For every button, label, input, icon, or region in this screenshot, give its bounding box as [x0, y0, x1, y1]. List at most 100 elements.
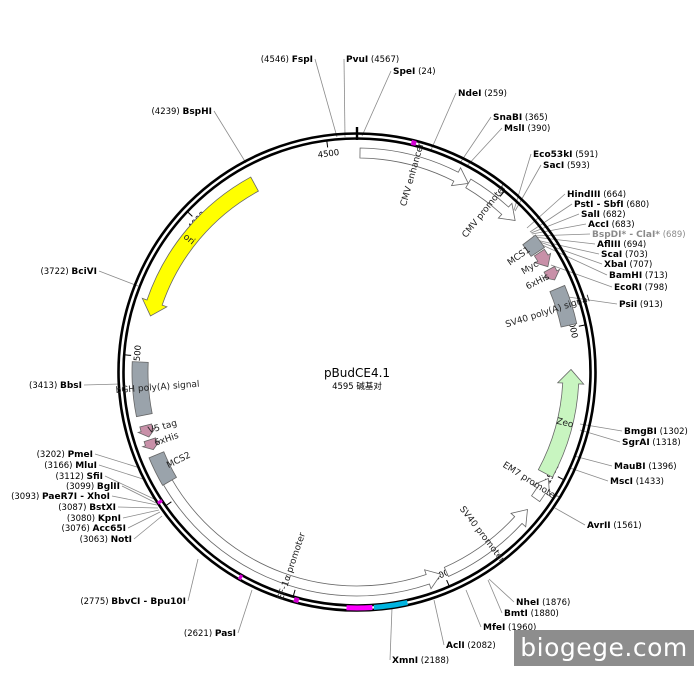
site-label-psti-sbfi: PstI - SbfI (680) — [574, 200, 649, 210]
site-label-bmgbi: BmgBI (1302) — [624, 427, 688, 437]
plasmid-backbone — [117, 127, 597, 612]
site-leader-pasi — [237, 589, 253, 634]
site-position: (1433) — [633, 477, 664, 487]
backbone-mark — [346, 605, 373, 611]
site-position: (591) — [573, 150, 599, 160]
site-name: BamHI — [609, 271, 642, 281]
site-position: (3166) — [44, 461, 75, 471]
site-name: Acc65I — [92, 524, 126, 534]
site-name: AclI — [446, 641, 465, 651]
site-position: (694) — [621, 240, 647, 250]
site-label-sfii: (3112) SfiI — [56, 472, 103, 482]
site-label-bglii: (3099) BglII — [66, 482, 120, 492]
site-position: (3099) — [66, 482, 97, 492]
feature-myc — [533, 248, 552, 268]
site-position: (1960) — [505, 623, 536, 633]
site-name: HindIII — [567, 190, 601, 200]
tick-mark — [292, 589, 296, 596]
site-label-acc65i: (3076) Acc65I — [62, 524, 126, 534]
site-position: (664) — [601, 190, 627, 200]
site-leader-sfii — [104, 475, 155, 500]
site-name: BglII — [97, 482, 120, 492]
tick-mark — [446, 579, 450, 586]
site-name: PstI - SbfI — [574, 200, 624, 210]
site-label-bbsi: (3413) BbsI — [29, 381, 82, 391]
site-leader-spei — [361, 70, 392, 137]
site-label-maubi: MauBI (1396) — [614, 462, 677, 472]
site-leader-psti-sbfi — [529, 203, 573, 233]
site-position: (3063) — [80, 535, 111, 545]
site-label-ndei: NdeI (259) — [458, 89, 507, 99]
site-name: AvrII — [587, 521, 611, 531]
site-leader-bmti — [487, 579, 503, 614]
site-position: (1318) — [650, 438, 681, 448]
site-position: (689) — [660, 230, 686, 240]
site-leader-snabi — [459, 116, 492, 164]
site-label-sali: SalI (682) — [581, 210, 626, 220]
site-position: (1561) — [611, 521, 642, 531]
site-label-paer7i-xhoi: (3093) PaeR7I - XhoI — [11, 492, 110, 502]
site-leader-bbsi — [83, 383, 121, 386]
site-leader-psii — [567, 296, 618, 305]
site-name: BmtI — [504, 609, 528, 619]
site-position: (3202) — [37, 450, 68, 460]
site-label-noti: (3063) NotI — [80, 535, 132, 545]
site-position: (259) — [481, 89, 507, 99]
site-name: BspDI* - ClaI* — [592, 230, 660, 240]
watermark: biogege.com — [514, 630, 694, 666]
site-name: PaeR7I - XhoI — [42, 492, 110, 502]
plasmid-length: 4595 碱基对 — [332, 381, 382, 392]
site-position: (707) — [627, 260, 653, 270]
site-leader-mfei — [465, 589, 482, 628]
site-position: (3413) — [29, 381, 60, 391]
feature-bgh-poly-a-signal — [131, 361, 153, 418]
site-name: SgrAI — [622, 438, 650, 448]
backbone-mark — [156, 499, 163, 505]
feature-em7-promoter — [530, 477, 551, 503]
feature-sv40-poly-a-signal — [549, 284, 578, 328]
site-position: (1302) — [657, 427, 688, 437]
site-label-bamhi: BamHI (713) — [609, 271, 668, 281]
site-name: SnaBI — [493, 113, 522, 123]
site-name: NheI — [516, 598, 539, 608]
site-label-pasi: (2621) PasI — [184, 629, 236, 639]
site-leader-bglii — [121, 485, 157, 504]
site-leader-xmni — [389, 607, 393, 661]
site-leader-kpni — [122, 509, 160, 519]
tick-mark — [326, 141, 329, 148]
site-name: MslI — [504, 124, 525, 134]
site-position: (3112) — [56, 472, 87, 482]
backbone-mark — [410, 139, 417, 146]
site-name: PasI — [215, 629, 236, 639]
feature-ori — [141, 176, 259, 317]
site-position: (798) — [642, 283, 668, 293]
tick-label: 4500 — [317, 148, 340, 161]
backbone-mark — [293, 597, 300, 604]
site-position: (1876) — [539, 598, 570, 608]
site-leader-noti — [133, 515, 163, 540]
site-label-msli: MslI (390) — [504, 124, 550, 134]
site-position: (24) — [415, 67, 435, 77]
site-position: (2082) — [465, 641, 496, 651]
site-leader-fspi — [314, 58, 338, 138]
site-position: (1396) — [646, 462, 677, 472]
site-label-saci: SacI (593) — [543, 161, 590, 171]
site-name: FspI — [292, 55, 313, 65]
site-leader-scai — [535, 239, 600, 255]
site-label-afliii: AflIII (694) — [597, 240, 646, 250]
backbone-mark — [373, 600, 408, 610]
site-position: (703) — [622, 250, 648, 260]
site-label-xbai: XbaI (707) — [604, 260, 652, 270]
site-position: (913) — [637, 300, 663, 310]
feature-label-mcs2: MCS2 — [165, 451, 192, 471]
site-position: (365) — [522, 113, 548, 123]
site-name: MfeI — [483, 623, 505, 633]
site-position: (4567) — [368, 55, 399, 65]
site-name: BciVI — [71, 267, 97, 277]
site-position: (3076) — [62, 524, 93, 534]
site-leader-xbai — [536, 240, 603, 265]
site-name: XmnI — [392, 656, 418, 666]
site-label-sgrai: SgrAI (1318) — [622, 438, 681, 448]
tick-mark — [578, 324, 585, 327]
